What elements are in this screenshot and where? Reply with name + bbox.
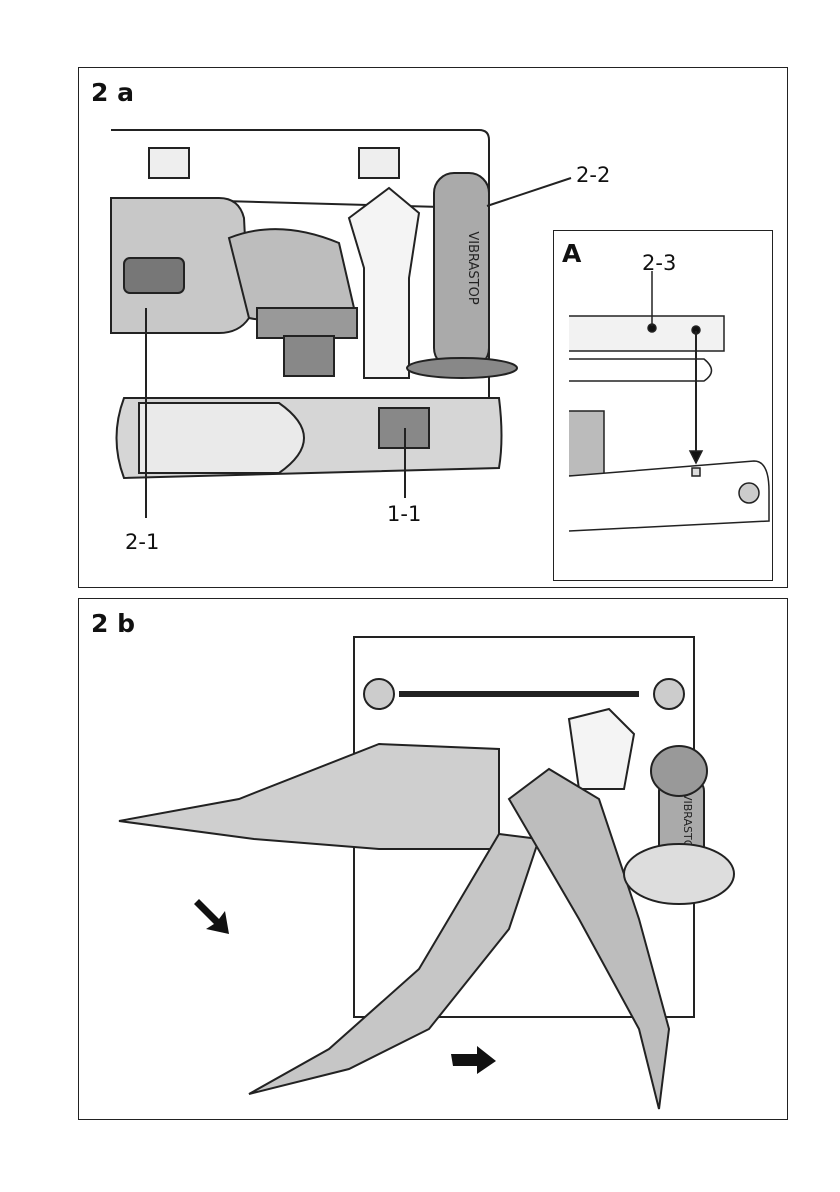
detail-illustration (568, 271, 770, 532)
angle-grinder-1 (118, 742, 500, 850)
grinder-switch (123, 257, 185, 294)
figure-2b-title: 2 b (91, 609, 135, 638)
arrow-down-right-icon (194, 899, 229, 934)
spindle-thread (569, 410, 605, 477)
suction-elbow (347, 186, 421, 379)
angle-grinder-3 (507, 767, 671, 1110)
callout-2-3: 2-3 (642, 251, 677, 275)
arrow-right-icon (451, 1046, 496, 1074)
callout-1-1: 1-1 (387, 502, 422, 526)
case-latch (148, 147, 190, 179)
figure-2a-illustration: VIBRASTOP (110, 129, 572, 518)
figure-2a-frame: VIBRASTOP 2 a 2-2 2-1 1-1 (78, 67, 788, 588)
locking-ring (569, 315, 725, 352)
callout-2-1: 2-1 (125, 530, 160, 554)
suction-elbow (567, 707, 636, 790)
figure-2a-title: 2 a (91, 78, 134, 107)
inset-title: A (562, 239, 582, 268)
guard-ring (256, 307, 358, 339)
clamp-ring (568, 460, 770, 532)
spindle-thread (283, 335, 335, 377)
callout-2-2: 2-2 (576, 163, 611, 187)
handle-flange (406, 357, 518, 379)
figure-2b-frame: VIBRASTOP 2 b (78, 598, 788, 1120)
case-outline (111, 129, 490, 408)
case-latch (358, 147, 400, 179)
handle-brand-text: VIBRASTOP (465, 231, 480, 304)
figure-2b-illustration: VIBRASTOP (118, 636, 735, 1110)
detail-inset-a: A 2-3 (553, 230, 773, 581)
handle-brand-text: VIBRASTOP (681, 793, 694, 855)
